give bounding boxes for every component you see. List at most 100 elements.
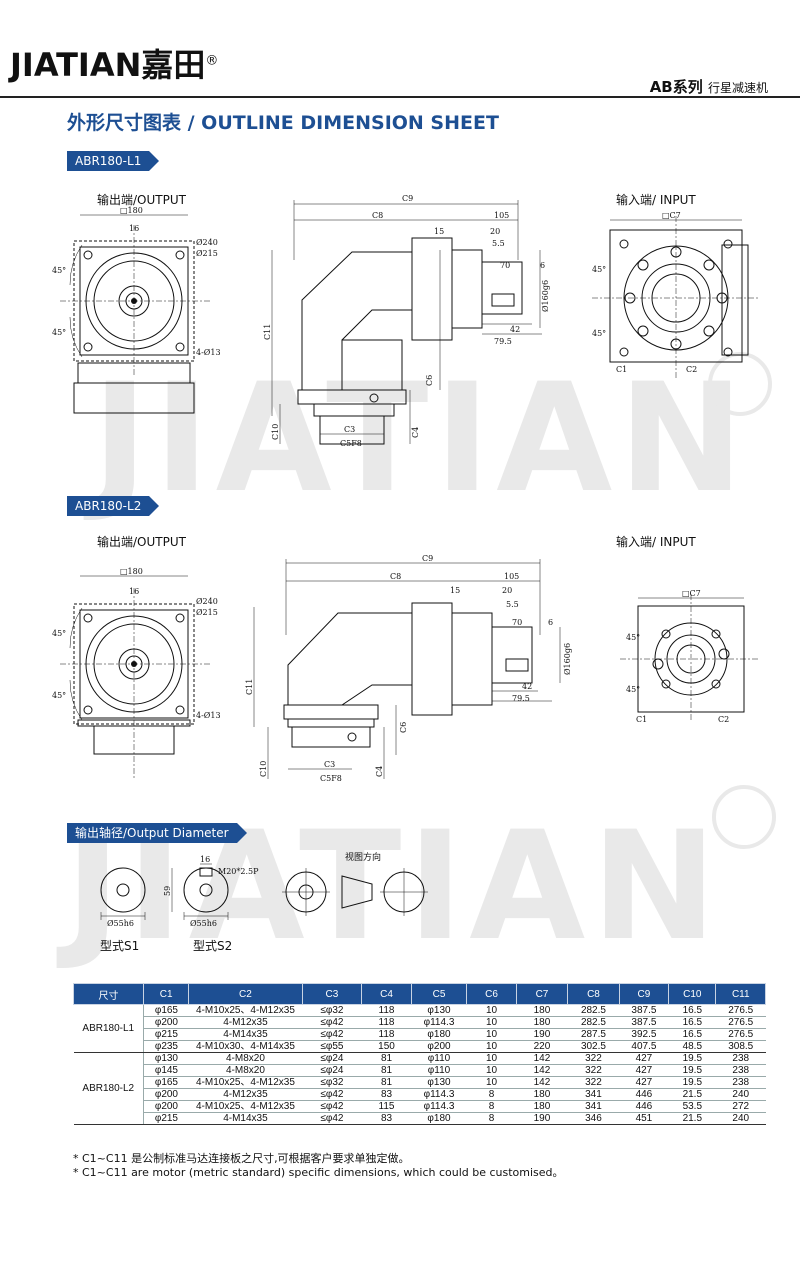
table-cell: φ145 — [143, 1064, 189, 1077]
table-cell: φ130 — [411, 1076, 467, 1089]
l2-dim-c3: C3 — [324, 760, 335, 769]
output-label-l1: 输出端/OUTPUT — [97, 193, 186, 207]
table-cell: 190 — [516, 1028, 568, 1041]
table-cell: 4-M10x30、4-M14x35 — [188, 1040, 303, 1053]
table-cell: 322 — [567, 1076, 620, 1089]
table-cell: 387.5 — [619, 1016, 669, 1029]
table-cell: φ114.3 — [411, 1100, 467, 1113]
s1-dim-d55: Ø55h6 — [107, 919, 134, 928]
table-cell: 21.5 — [668, 1112, 716, 1125]
table-cell: 451 — [619, 1112, 669, 1125]
l1-dim-d240: Ø240 — [196, 238, 218, 247]
table-cell: 322 — [567, 1052, 620, 1065]
section-tag-l1: ABR180-L1 — [67, 151, 160, 171]
l1-dim-c1: C1 — [616, 365, 627, 374]
table-cell: 4-M12x35 — [188, 1088, 303, 1101]
l1-dim-45b: 45° — [52, 328, 66, 337]
table-cell: 81 — [361, 1064, 412, 1077]
table-cell: 4-M10x25、4-M12x35 — [188, 1076, 303, 1089]
l2-dim-c10: C10 — [259, 761, 268, 777]
table-cell: φ130 — [411, 1004, 467, 1017]
table-cell: 407.5 — [619, 1040, 669, 1053]
table-header-cell: C2 — [188, 983, 303, 1005]
l1-dim-105: 105 — [494, 211, 509, 220]
type-s2-label: 型式S2 — [193, 939, 233, 953]
table-cell: 10 — [466, 1016, 517, 1029]
table-cell: 118 — [361, 1028, 412, 1041]
l2-dim-d160: Ø160g6 — [563, 643, 572, 675]
series-name: AB系列 — [649, 78, 703, 96]
page-title: 外形尺寸图表 / OUTLINE DIMENSION SHEET — [67, 112, 499, 134]
table-cell: 10 — [466, 1004, 517, 1017]
table-cell: 142 — [516, 1064, 568, 1077]
table-cell: 81 — [361, 1076, 412, 1089]
l2-dim-16: 16 — [129, 587, 139, 596]
l2-in-dim-45a: 45° — [626, 633, 640, 642]
table-cell: φ110 — [411, 1064, 467, 1077]
table-cell: ≤φ42 — [302, 1016, 362, 1029]
s2-dim-d55: Ø55h6 — [190, 919, 217, 928]
l1-dim-42: 42 — [510, 325, 520, 334]
table-cell: 392.5 — [619, 1028, 669, 1041]
l2-dim-45a: 45° — [52, 629, 66, 638]
l1-in-dim-45a: 45° — [592, 265, 606, 274]
table-cell: φ215 — [143, 1028, 189, 1041]
table-cell: φ110 — [411, 1052, 467, 1065]
view-direction-label: 视图方向 — [345, 853, 382, 863]
l2-dim-79-5: 79.5 — [512, 694, 530, 703]
table-header-cell: C8 — [567, 983, 620, 1005]
table-cell: φ114.3 — [411, 1088, 467, 1101]
table-cell: φ200 — [143, 1016, 189, 1029]
l2-dim-sq180: □180 — [120, 567, 143, 576]
l2-dim-d240: Ø240 — [196, 597, 218, 606]
table-header-cell: C10 — [668, 983, 717, 1005]
table-cell: 115 — [361, 1100, 412, 1113]
table-cell: 150 — [361, 1040, 412, 1053]
table-cell: 83 — [361, 1112, 412, 1125]
table-cell: 322 — [567, 1064, 620, 1077]
table-header-cell: C9 — [618, 983, 670, 1005]
table-cell: 287.5 — [567, 1028, 620, 1041]
l1-dim-5-5: 5.5 — [492, 239, 505, 248]
shaft-s2: 16 M20*2.5P 59 Ø55h6 — [163, 855, 259, 928]
table-cell: 53.5 — [668, 1100, 716, 1113]
l2-dim-holes: 4-Ø13 — [196, 711, 221, 720]
table-cell: 446 — [619, 1088, 669, 1101]
l2-side-view: C9 C8 105 15 20 5.5 70 6 Ø160g6 42 79.5 … — [245, 554, 572, 783]
table-cell: 427 — [619, 1076, 669, 1089]
l2-input-view: □C7 45° 45° C1 C2 — [620, 589, 758, 724]
l1-dim-d160: Ø160g6 — [541, 280, 550, 312]
table-cell: 10 — [466, 1052, 517, 1065]
table-cell: 276.5 — [715, 1028, 766, 1041]
table-header-cell: C1 — [143, 983, 190, 1005]
l1-dim-79-5: 79.5 — [494, 337, 512, 346]
table-cell: 387.5 — [619, 1004, 669, 1017]
output-label-l2: 输出端/OUTPUT — [97, 535, 186, 549]
table-cell: 118 — [361, 1016, 412, 1029]
table-cell: φ200 — [411, 1040, 467, 1053]
table-header-cell: C6 — [466, 983, 517, 1005]
section-tag-diameter: 输出轴径/Output Diameter — [67, 823, 247, 843]
l2-dim-c5: C5F8 — [320, 774, 342, 783]
table-cell: 240 — [715, 1112, 766, 1125]
l1-dim-16: 16 — [129, 224, 139, 233]
table-cell: 276.5 — [715, 1004, 766, 1017]
table-cell: 19.5 — [668, 1064, 716, 1077]
table-cell: 10 — [466, 1076, 517, 1089]
table-cell: φ165 — [143, 1004, 189, 1017]
l2-dim-70: 70 — [512, 618, 522, 627]
table-cell: ≤φ55 — [302, 1040, 362, 1053]
watermark-reg-top — [708, 352, 772, 416]
brand-name-cn: 嘉田 — [141, 46, 206, 84]
table-cell: 10 — [466, 1028, 517, 1041]
table-cell: 21.5 — [668, 1088, 716, 1101]
table-cell: 83 — [361, 1088, 412, 1101]
l2-in-dim-45b: 45° — [626, 685, 640, 694]
table-model-cell: ABR180-L1 — [73, 1004, 145, 1053]
table-cell: φ130 — [143, 1052, 189, 1065]
